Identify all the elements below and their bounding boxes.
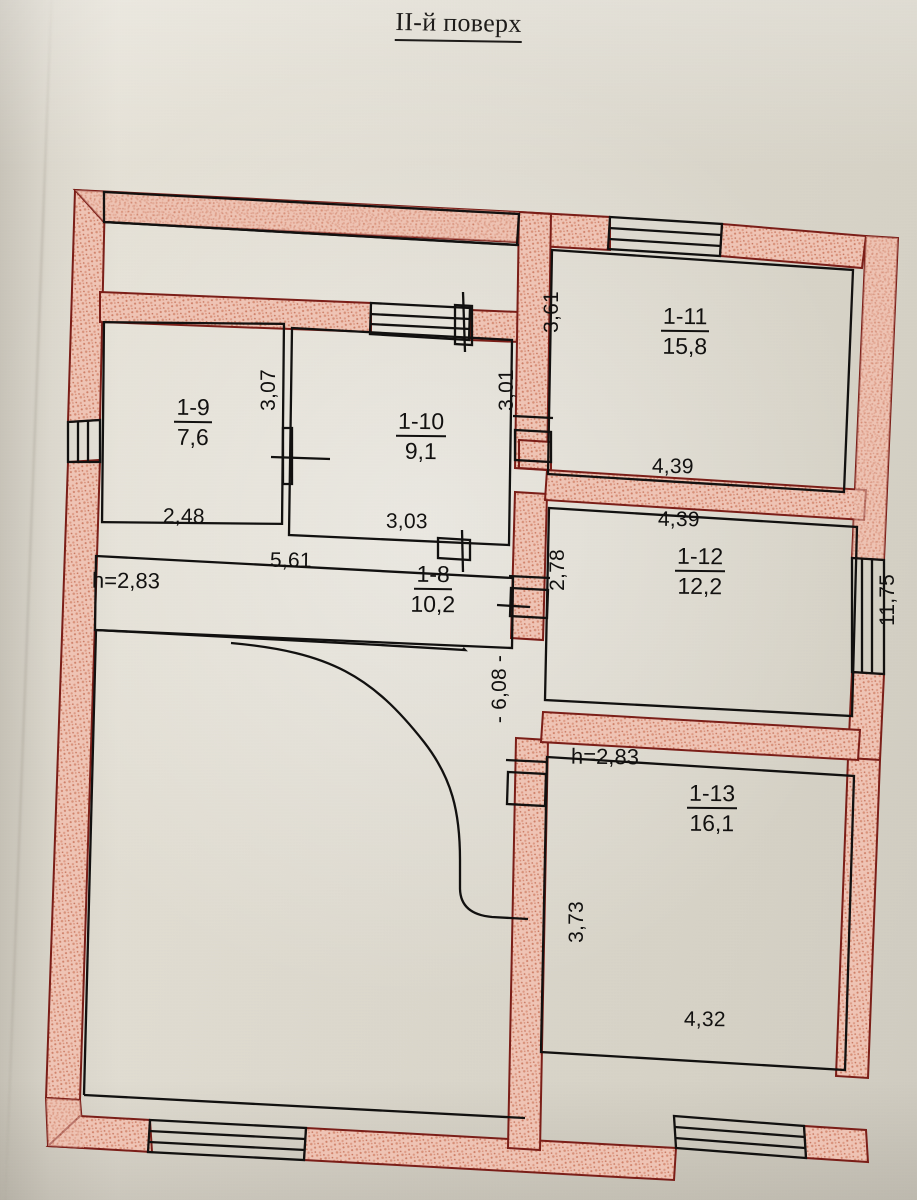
outline-room-1-13	[539, 755, 856, 1072]
wall-exterior-top-right-right-seg	[718, 222, 868, 270]
room-area-1-13: 16,1	[689, 809, 735, 837]
partition-curve	[230, 641, 529, 921]
window-left-exterior	[66, 418, 102, 464]
room-area-1-8: 10,2	[410, 590, 456, 618]
room-area-1-10: 9,1	[404, 437, 437, 465]
page-highlight-top	[0, 0, 917, 170]
outline-room-1-12	[543, 506, 859, 718]
dimension-3-07: 3,07	[256, 369, 280, 411]
outline-left-hall-bottom	[83, 1093, 526, 1120]
dimension-11-75: 11,75	[876, 574, 899, 626]
room-area-1-12: 12,2	[677, 572, 723, 600]
window-bottom-right	[672, 1114, 808, 1160]
dimension-3-61: 3,61	[539, 291, 563, 333]
outline-left-hall-2	[82, 629, 98, 1096]
room-label-1-13: 1-13 16,1	[652, 780, 773, 837]
room-number-1-11: 1-11	[660, 303, 710, 333]
room-label-1-11: 1-11 15,8	[625, 303, 746, 360]
dimension-4-32: 4,32	[683, 1007, 726, 1032]
room-number-1-10: 1-10	[395, 408, 447, 438]
outline-top-corridor-inner	[103, 220, 520, 247]
door-1-10-bottom	[436, 529, 472, 573]
wall-stub-spine-a	[518, 438, 552, 472]
door-1-10-top	[453, 291, 474, 353]
outline-room-1-11	[546, 248, 855, 494]
height-label-left: h=2,83	[91, 567, 161, 594]
drafting-lines	[66, 190, 886, 1162]
wall-exterior-bottom-right-seg	[802, 1124, 870, 1164]
room-label-1-9: 1-9 7,6	[143, 394, 244, 451]
wall-interior-spine-lower	[506, 736, 550, 1152]
dimension-2-78: 2,78	[545, 549, 569, 591]
wall-hatch-overlay	[46, 190, 898, 1148]
room-area-1-11: 15,8	[662, 332, 708, 360]
outline-room-1-8	[93, 554, 515, 650]
dimension-4-39-bottom: 4,39	[657, 507, 700, 532]
dimension-6-08: - 6,08 -	[488, 654, 512, 724]
dimension-4-39-top: 4,39	[651, 454, 694, 479]
dimension-2-48: 2,48	[162, 504, 205, 529]
window-top-1-11	[606, 215, 724, 258]
room-number-1-8: 1-8	[414, 561, 452, 591]
outline-left-hall	[95, 628, 468, 652]
room-label-1-10: 1-10 9,1	[366, 408, 477, 465]
wall-interior-12-13	[539, 710, 862, 762]
room-label-1-12: 1-12 12,2	[640, 543, 761, 600]
room-number-1-13: 1-13	[686, 780, 738, 810]
wall-exterior-right-lower	[834, 756, 882, 1080]
wall-exterior-bottom-mid-seg	[302, 1126, 678, 1182]
dimension-3-01: 3,01	[494, 369, 518, 411]
window-right-1-12	[850, 556, 886, 676]
window-band-1-10	[368, 301, 472, 342]
outline-room-1-10	[287, 326, 514, 547]
dimension-3-03: 3,03	[385, 509, 428, 534]
door-spine-1-13	[505, 758, 549, 808]
room-number-1-12: 1-12	[674, 543, 726, 573]
height-label-right: h=2,83	[570, 743, 640, 770]
door-1-9-to-1-10	[270, 426, 331, 486]
room-number-1-9: 1-9	[174, 394, 212, 424]
room-label-1-8: 1-8 10,2	[378, 561, 489, 618]
door-spine-1-11	[512, 414, 554, 464]
room-area-1-9: 7,6	[176, 423, 209, 451]
wall-interior-upper-band	[99, 290, 372, 334]
outline-room-1-9	[100, 320, 286, 526]
dimension-3-73: 3,73	[564, 901, 588, 943]
window-bottom-left	[146, 1118, 308, 1162]
dimension-5-61: 5,61	[269, 548, 312, 573]
door-mark-1-12-left	[496, 603, 531, 609]
